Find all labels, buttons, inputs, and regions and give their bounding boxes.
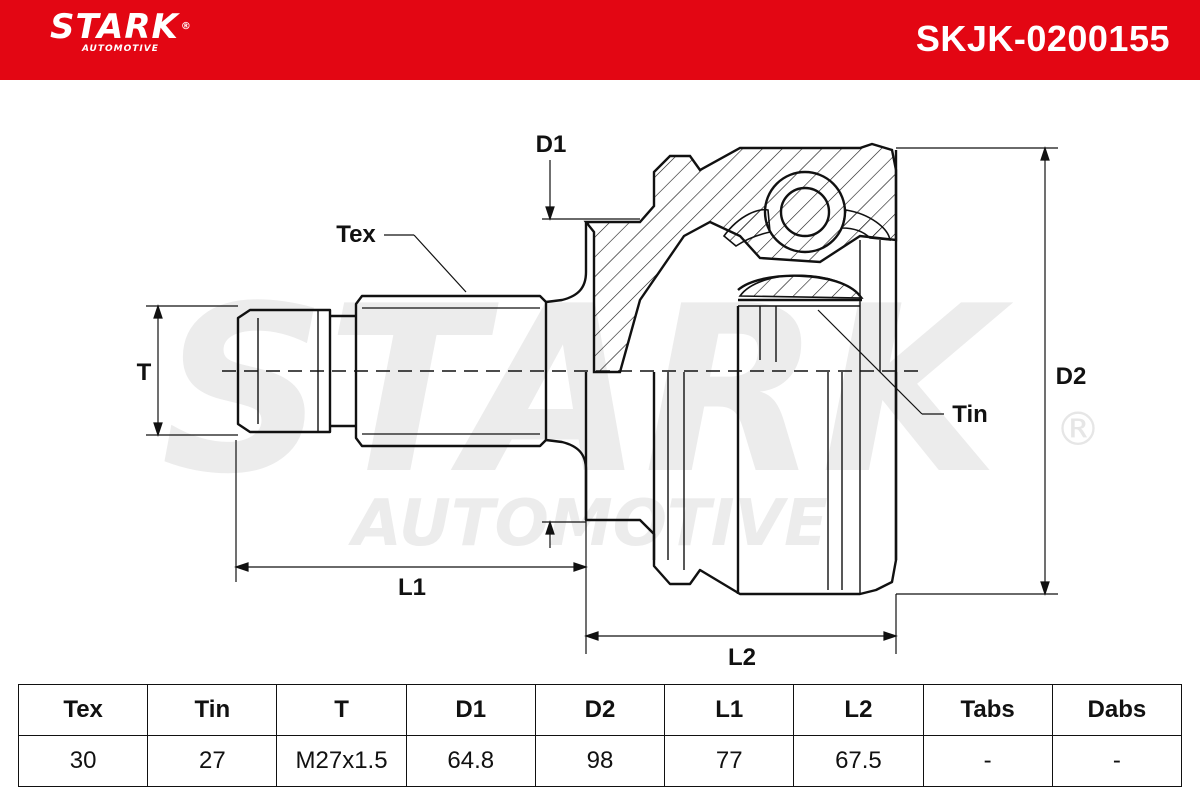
col-header-d2: D2: [534, 684, 666, 736]
registered-mark-small: ®: [180, 21, 192, 32]
label-l1: L1: [398, 574, 426, 601]
value-tabs: -: [922, 735, 1053, 787]
spec-table-value-row: 30 27 M27x1.5 64.8 98 77 67.5 - -: [17, 735, 1183, 787]
header-bar: STARK® AUTOMOTIVE SKJK-0200155: [0, 0, 1200, 80]
watermark-registered: ®: [1055, 402, 1101, 456]
value-tin: 27: [147, 735, 278, 787]
brand-logo: STARK® AUTOMOTIVE: [50, 8, 192, 54]
col-header-dabs: Dabs: [1051, 684, 1183, 736]
label-l2: L2: [728, 644, 756, 671]
col-header-l2: L2: [793, 684, 924, 736]
col-header-tin: Tin: [147, 684, 278, 736]
label-tex: Tex: [336, 221, 376, 248]
value-dabs: -: [1051, 735, 1183, 787]
value-l2: 67.5: [793, 735, 924, 787]
cage-hatched-right: [841, 209, 891, 241]
col-header-t: T: [276, 684, 407, 736]
col-header-d1: D1: [405, 684, 536, 736]
value-d2: 98: [534, 735, 666, 787]
value-l1: 77: [664, 735, 795, 787]
label-t: T: [137, 359, 152, 386]
value-d1: 64.8: [405, 735, 536, 787]
inner-race-hatched: [738, 274, 864, 299]
dimension-lines: [146, 146, 1058, 654]
watermark-stark: STARK: [161, 258, 1014, 525]
spec-table-header-row: Tex Tin T D1 D2 L1 L2 Tabs Dabs: [17, 684, 1183, 736]
col-header-tex: Tex: [17, 684, 149, 736]
col-header-tabs: Tabs: [922, 684, 1053, 736]
brand-name: STARK®: [50, 7, 192, 47]
value-t: M27x1.5: [276, 735, 407, 787]
value-tex: 30: [17, 735, 149, 787]
label-d2: D2: [1056, 363, 1087, 390]
technical-drawing: STARK AUTOMOTIVE ®: [137, 131, 1101, 671]
spec-table: Tex Tin T D1 D2 L1 L2 Tabs Dabs 30 27 M2…: [17, 684, 1183, 787]
label-d1: D1: [536, 131, 567, 158]
brand-subtitle: AUTOMOTIVE: [82, 44, 159, 54]
part-number: SKJK-0200155: [915, 18, 1170, 59]
watermark-automotive: AUTOMOTIVE: [347, 487, 828, 561]
col-header-l1: L1: [664, 684, 795, 736]
cage-hatched: [722, 208, 771, 247]
label-tin: Tin: [952, 401, 988, 428]
